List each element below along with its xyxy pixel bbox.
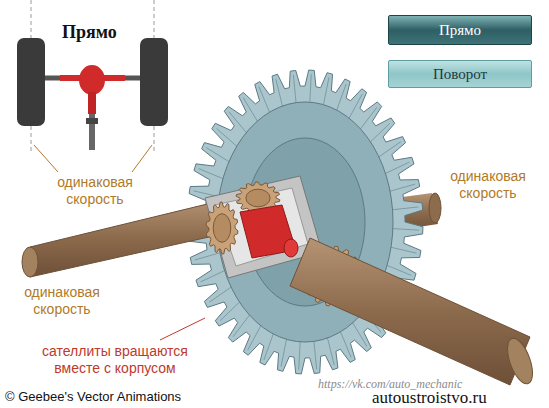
- tooth-line: [340, 330, 351, 357]
- tooth-line: [391, 207, 419, 210]
- tooth-line: [264, 332, 274, 360]
- tooth-line: [209, 286, 233, 302]
- shaft-end: [284, 239, 298, 257]
- tooth-line: [201, 270, 227, 282]
- tooth-line: [391, 228, 419, 230]
- tooth-line: [199, 169, 225, 180]
- tooth-line: [348, 94, 362, 120]
- leader-line: [132, 145, 152, 172]
- tooth-line: [276, 79, 283, 108]
- differential-red: [79, 65, 105, 95]
- side-gear: [206, 202, 238, 254]
- pinion-housing: [88, 92, 96, 114]
- site-watermark: autoustroistvo.ru: [372, 388, 522, 408]
- axle-end: [502, 335, 537, 387]
- toggle-button: Прямо: [388, 15, 532, 45]
- tooth-line: [377, 142, 401, 158]
- tooth-line: [259, 87, 270, 114]
- right-axle: [290, 238, 530, 385]
- wheel: [17, 38, 45, 126]
- speed-label: одинаковая скорость: [10, 284, 114, 318]
- tooth-line: [206, 148, 230, 163]
- tooth-line: [195, 252, 222, 260]
- copyright: © Geebee's Vector Animations: [5, 389, 265, 405]
- button-label: Прямо: [439, 22, 481, 39]
- tooth-line: [233, 314, 251, 337]
- note-label: сателлиты вращаются вместе с корпусом: [22, 343, 208, 377]
- pinion-gear-hub: [246, 189, 270, 207]
- leader-line: [160, 318, 205, 340]
- tooth-line: [281, 337, 287, 366]
- tooth-line: [327, 336, 334, 365]
- tooth-line: [388, 184, 415, 192]
- leader-line: [34, 145, 58, 172]
- tooth-line: [299, 340, 301, 370]
- tooth-line: [310, 74, 312, 104]
- axle-end: [429, 193, 441, 223]
- axle-end: [22, 247, 38, 277]
- side-gear-hub: [213, 214, 231, 243]
- tooth-line: [389, 247, 416, 253]
- inset-title: Прямо: [62, 22, 142, 44]
- speed-label: одинаковая скорость: [436, 168, 540, 202]
- u-joint: [86, 118, 98, 124]
- tooth-line: [314, 339, 317, 369]
- tooth-line: [220, 301, 241, 321]
- tooth-line: [359, 107, 377, 130]
- tooth-line: [243, 98, 258, 123]
- toggle-button: Поворот: [388, 60, 532, 88]
- tooth-line: [384, 162, 410, 174]
- speed-label: одинаковая скорость: [42, 174, 148, 208]
- tooth-line: [293, 75, 296, 105]
- wheel: [140, 38, 168, 126]
- tooth-line: [336, 84, 346, 112]
- chassis-inset: [17, 0, 168, 172]
- tooth-line: [323, 77, 329, 106]
- tooth-line: [229, 112, 248, 134]
- button-label: Поворот: [433, 66, 487, 83]
- tooth-line: [248, 324, 262, 350]
- tooth-line: [217, 129, 239, 148]
- tooth-line: [369, 123, 390, 143]
- differential: [22, 70, 538, 387]
- tooth-line: [352, 321, 367, 346]
